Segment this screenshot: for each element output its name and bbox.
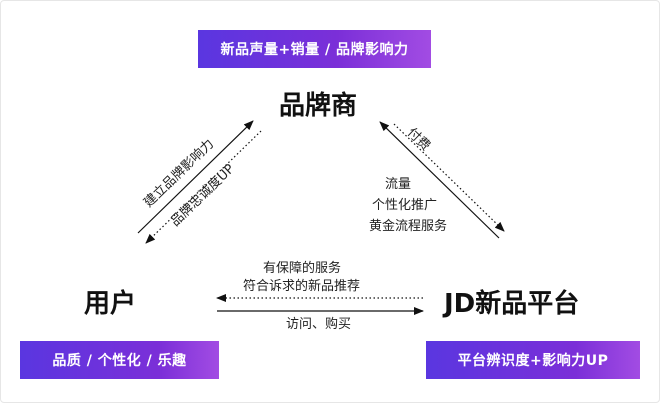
arrow-brand-to-user [145,130,262,244]
label-user-to-jd: 访问、购买 [286,317,352,332]
arrow-jd-to-brand [379,121,500,239]
platform-benefit-badge: 平台辨识度+影响力UP [426,341,640,379]
jd-platform-node: JD新品平台 [444,289,580,319]
brand-benefit-badge: 新品声量+销量 / 品牌影响力 [198,30,431,68]
label-brand-to-jd-2: 个性化推广 [372,198,438,213]
label-brand-to-jd-1: 流量 [385,177,412,192]
arrow-user-to-brand [137,120,254,234]
user-benefit-badge: 品质 / 个性化 / 乐趣 [20,341,219,379]
brand-node: 品牌商 [279,91,358,121]
label-jd-to-user-2: 符合诉求的新品推荐 [243,279,361,294]
label-jd-to-user-1: 有保障的服务 [263,261,342,276]
user-node: 用户 [84,289,137,319]
label-brand-to-jd-3: 黄金流程服务 [369,219,448,234]
arrow-brand-to-jd [393,123,505,232]
